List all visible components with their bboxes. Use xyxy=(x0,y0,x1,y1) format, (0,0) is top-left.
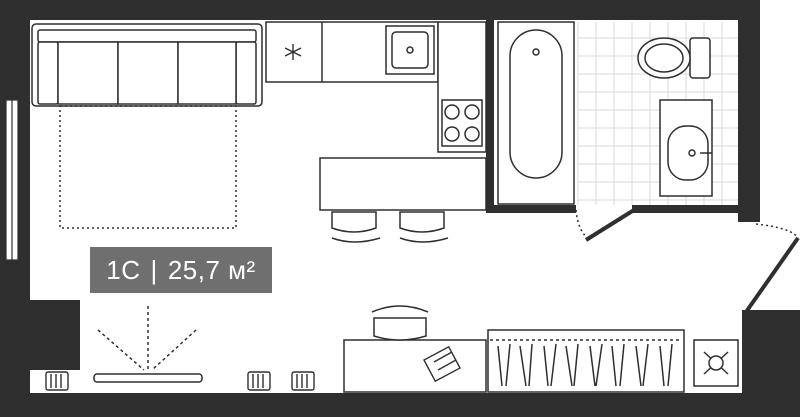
washbasin xyxy=(659,99,713,197)
wall-left-lower-thick xyxy=(0,300,80,370)
bar-stools xyxy=(331,211,449,243)
window xyxy=(5,99,19,261)
wall-bath-left xyxy=(486,18,494,213)
wall-bottom xyxy=(0,393,800,417)
radiator-left xyxy=(45,371,69,391)
wall-bath-bottom-right xyxy=(632,205,742,213)
toilet xyxy=(637,37,711,79)
stove xyxy=(441,99,483,147)
label-separator: | xyxy=(150,254,158,285)
bar-table xyxy=(319,157,487,211)
radiator-middle xyxy=(247,371,271,391)
apartment-label: 1С | 25,7 м² xyxy=(90,247,272,293)
radiators xyxy=(45,371,315,391)
sofa-bed-outline xyxy=(59,105,237,229)
bathroom-door xyxy=(575,208,636,242)
snowflake-icon xyxy=(284,44,302,60)
wall-top xyxy=(0,0,760,20)
desk xyxy=(343,305,487,393)
wall-right-lower xyxy=(742,310,800,417)
laptop xyxy=(423,345,461,383)
entrance-door xyxy=(744,223,800,314)
tv xyxy=(93,306,203,383)
wall-right-upper xyxy=(738,0,760,222)
fan-icon xyxy=(693,339,739,387)
radiator-right xyxy=(291,371,315,391)
apartment-type: 1С xyxy=(106,254,141,285)
wardrobe xyxy=(487,329,685,393)
bathtub xyxy=(497,21,575,205)
apartment-area: 25,7 м² xyxy=(167,254,256,285)
wall-bath-bottom-left xyxy=(486,205,576,213)
sofa xyxy=(31,23,263,107)
